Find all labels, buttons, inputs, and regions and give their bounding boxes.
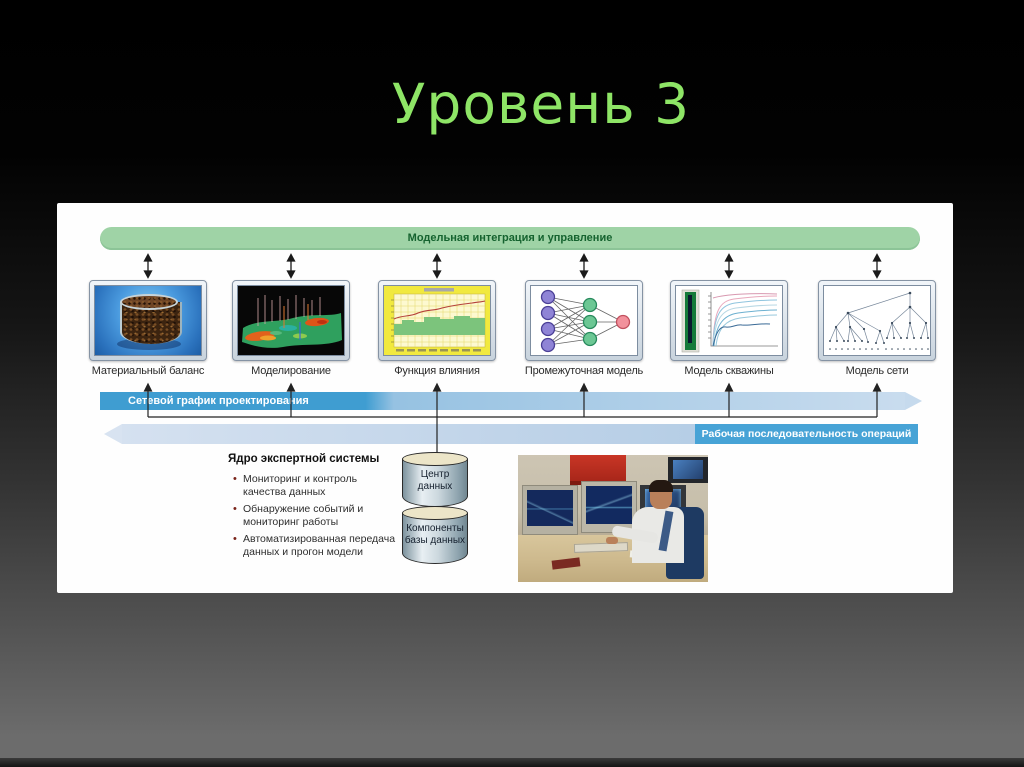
card-well-model (670, 280, 788, 361)
neural-network-image (530, 285, 638, 356)
cylinder-body (402, 459, 468, 507)
data-center-cylinder: Центр данных (402, 452, 468, 507)
operations-sequence-arrow: Рабочая последовательность операций (122, 424, 918, 444)
well-model-image (675, 285, 783, 356)
reservoir-surface-graphic (242, 295, 342, 348)
panel-label-material-balance: Материальный баланс (91, 365, 205, 377)
panel-label-influence-function: Функция влияния (394, 365, 480, 377)
card-network-model (818, 280, 936, 361)
card-modeling (232, 280, 350, 361)
bullet-monitoring: Мониторинг и контроль качества данных (233, 473, 403, 498)
influence-function-graphic (384, 286, 490, 355)
core-cylinder-top (120, 294, 178, 310)
cylinder-top (402, 452, 468, 466)
cylinder-body (402, 513, 468, 564)
neural-network-graphic (540, 289, 631, 353)
network-tree-graphic (829, 291, 929, 350)
right-arrowhead-icon (905, 392, 922, 410)
panel-label-modeling: Моделирование (251, 365, 331, 377)
expert-system-heading: Ядро экспертной системы (228, 453, 380, 465)
db-components-label: Компоненты базы данных (404, 523, 466, 546)
card-intermediate-model (525, 280, 643, 361)
cylinder-top (402, 506, 468, 520)
card-influence-function (378, 280, 496, 361)
crt-screen-left (527, 490, 573, 526)
bullet-event-detection: Обнаружение событий и мониторинг работы (233, 503, 403, 528)
card-material-balance (89, 280, 207, 361)
operator-photo (518, 455, 708, 582)
left-arrowhead-icon (104, 424, 122, 444)
panel-label-well-model: Модель скважины (684, 365, 774, 377)
design-schedule-arrow: Сетевой график проектирования (100, 392, 905, 410)
well-model-graphic (681, 289, 778, 353)
panel-label-intermediate-model: Промежуточная модель (524, 365, 644, 377)
db-components-cylinder: Компоненты базы данных (402, 506, 468, 564)
slide-title: Уровень 3 (391, 72, 691, 136)
keyboard (573, 542, 629, 553)
operator-hand (606, 537, 618, 544)
data-center-label: Центр данных (417, 469, 453, 492)
core-cylinder (120, 302, 182, 344)
bullet-automated-transfer: Автоматизированная передача данных и про… (233, 533, 403, 558)
panel-label-network-model: Модель сети (845, 365, 909, 377)
network-tree-image (823, 285, 931, 356)
console-screen-top-right (673, 460, 703, 479)
operator-hair (649, 480, 673, 492)
crt-screen-center (586, 486, 632, 524)
red-equipment (570, 455, 626, 485)
diagram-panel: Модельная интеграция и управление (57, 203, 953, 593)
reservoir-surface-image (237, 285, 345, 356)
influence-function-chart-image (383, 285, 491, 356)
integration-bar: Модельная интеграция и управление (100, 227, 920, 250)
core-sample-image (94, 285, 202, 356)
operations-sequence-label: Рабочая последовательность операций (695, 424, 918, 444)
design-schedule-label: Сетевой график проектирования (128, 395, 309, 407)
slide-bottom-edge (0, 758, 1024, 767)
expert-system-bullets: Мониторинг и контроль качества данных Об… (233, 473, 403, 563)
